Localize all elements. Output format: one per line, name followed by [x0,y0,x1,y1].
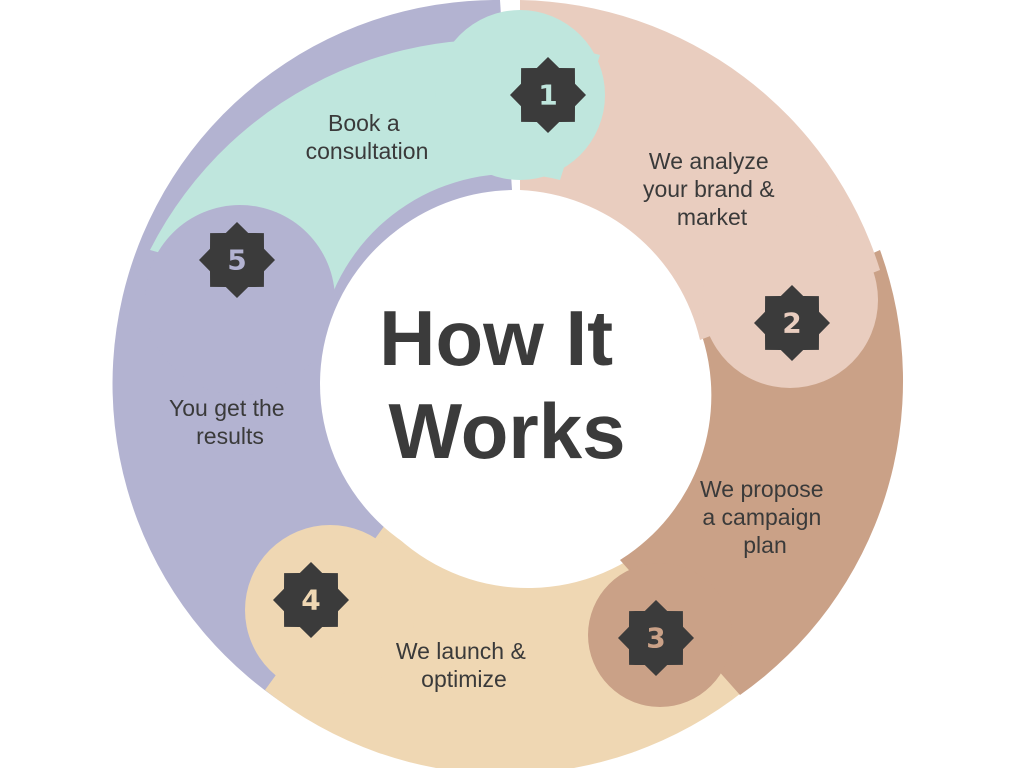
badge-star-2 [754,285,830,361]
step-5-line-1: You get the [169,395,285,421]
badge-star-4 [273,562,349,638]
step-1-text: Book a consultation [306,110,429,164]
step-badge-2: 2 [754,285,830,361]
badge-star-1 [510,57,586,133]
step-4-line-2: optimize [421,666,507,692]
step-2-line-2: your brand & [643,176,775,202]
step-3-line-2: a campaign [702,504,821,530]
step-2-line-1: We analyze [649,148,769,174]
step-number-2: 2 [782,307,801,340]
step-3-line-1: We propose [700,476,824,502]
step-2-text: We analyze your brand & market [643,148,781,230]
step-5-text: You get the results [169,395,291,449]
step-4-line-1: We launch & [396,638,526,664]
step-number-3: 3 [646,622,665,655]
step-badge-1: 1 [510,57,586,133]
badge-star-3 [618,600,694,676]
title-line-2: Works [389,387,626,475]
step-number-1: 1 [538,79,557,112]
step-3-line-3: plan [743,532,786,558]
step-5-line-2: results [196,423,264,449]
badge-star-5 [199,222,275,298]
title-line-1: How It [379,294,613,382]
step-number-5: 5 [227,244,246,277]
step-3-text: We propose a campaign plan [700,476,830,558]
step-badge-3: 3 [618,600,694,676]
step-2-line-3: market [677,204,748,230]
center-circle [320,192,704,576]
lobe-5 [145,205,335,395]
step-badge-5: 5 [199,222,275,298]
step-number-4: 4 [301,584,320,617]
step-1-line-1: Book a [328,110,400,136]
center-title: How It Works [379,294,635,475]
step-1-line-2: consultation [306,138,429,164]
step-4-text: We launch & optimize [396,638,532,692]
step-badge-4: 4 [273,562,349,638]
